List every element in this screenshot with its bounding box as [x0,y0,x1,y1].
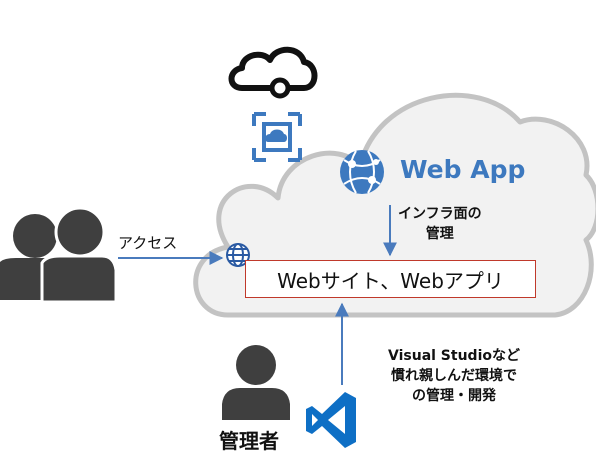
visual-studio-icon [306,392,356,448]
website-app-label: Webサイト、Webアプリ [277,268,504,293]
globe-icon [226,243,250,267]
vs-note-line-3: の管理・開発 [412,388,496,404]
infra-line-2: 管理 [425,226,454,242]
website-app-box: Webサイト、Webアプリ [245,260,536,298]
vs-note-line-1: Visual Studioなど [388,348,520,364]
admin-person-icon [222,345,290,420]
infra-line-1: インフラ面の [398,206,482,222]
web-app-title: Web App [400,155,526,184]
azure-service-icon [252,112,302,162]
vs-note-line-2: 慣れ親しんだ環境で [391,368,517,384]
web-app-globe-icon [340,150,384,194]
visual-studio-note: Visual Studioなど 慣れ親しんだ環境で の管理・開発 [388,346,520,406]
azure-cloud-icon [228,46,318,99]
access-label: アクセス [118,234,178,252]
admin-label: 管理者 [219,429,279,453]
infra-management-label: インフラ面の 管理 [398,204,482,244]
users-group-icon [0,206,118,304]
